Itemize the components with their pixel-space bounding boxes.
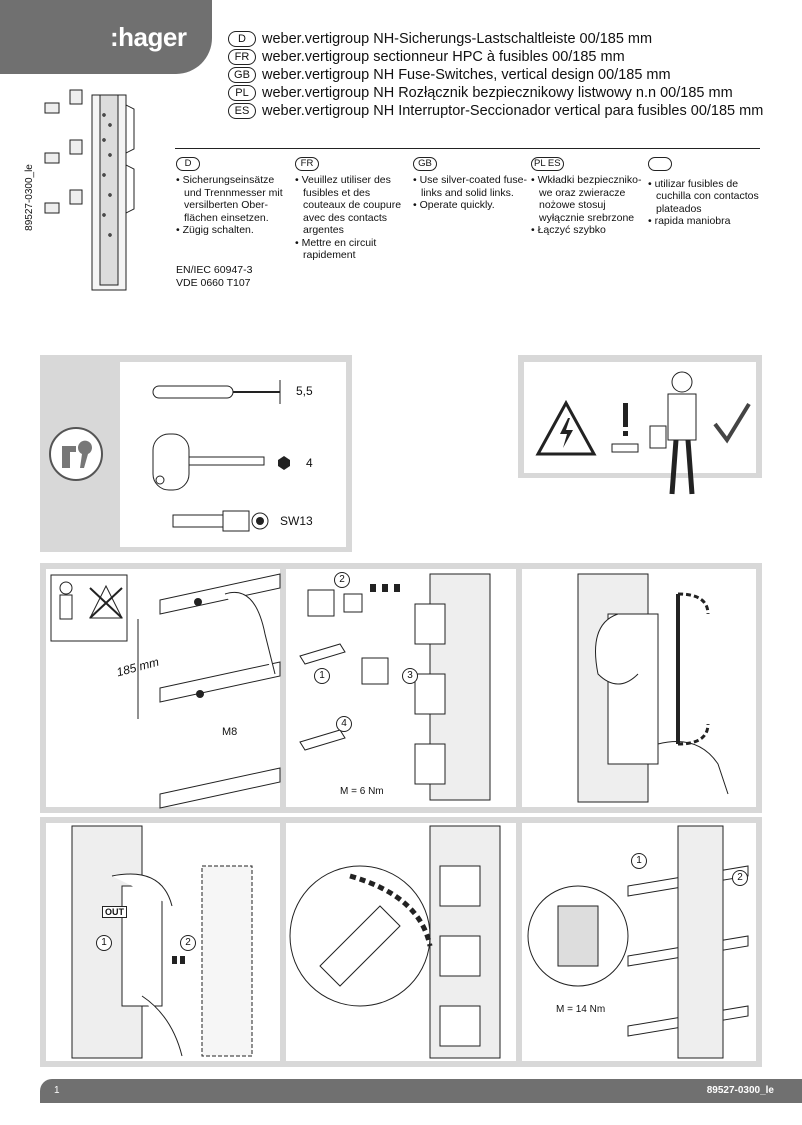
note-item: utilizar fusibles de cuchilla con contac…	[648, 178, 763, 216]
busbar-mounting-illustration	[137, 573, 281, 809]
lang-badge: D	[228, 31, 256, 47]
wrench-icon	[49, 427, 103, 481]
bolt-label: M8	[222, 726, 238, 738]
high-voltage-warning-icon	[535, 399, 597, 456]
brand-logo: :hager	[0, 0, 212, 74]
lang-badge: FR	[228, 49, 256, 65]
title-line: FR weber.vertigroup sectionneur HPC à fus…	[228, 48, 788, 66]
title-text: weber.vertigroup sectionneur HPC à fusib…	[262, 49, 625, 65]
torque-label: M = 14 Nm	[556, 1004, 606, 1015]
page-number: 1	[54, 1085, 60, 1096]
fuse-holder-detail-illustration	[289, 825, 501, 1059]
no-voltage-work-icon	[50, 574, 128, 642]
checkmark-icon	[713, 402, 751, 444]
step-number: 2	[732, 870, 748, 886]
standards: EN/IEC 60947-3 VDE 0660 T107	[176, 264, 252, 289]
step-number: 3	[402, 668, 418, 684]
standard-line: EN/IEC 60947-3	[176, 264, 253, 276]
note-item: Mettre en circuit rapidement	[295, 237, 410, 262]
lang-badge: PL	[228, 85, 256, 101]
side-doc-code-text: 89527-0300_le	[23, 164, 35, 231]
step-number: 2	[180, 935, 196, 951]
screwdriver-size: 5,5	[296, 384, 313, 398]
title-line: ES weber.vertigroup NH Interruptor-Seccio…	[228, 102, 788, 120]
step-number: 2	[334, 572, 350, 588]
title-text: weber.vertigroup NH-Sicherungs-Lastschal…	[262, 31, 653, 47]
socket-icon	[172, 510, 269, 532]
product-illustration	[44, 89, 135, 291]
lang-badge	[648, 157, 672, 171]
footer-bar: 1 89527-0300_le	[40, 1079, 802, 1103]
fuse-switch-assembly-illustration	[299, 573, 491, 801]
screwdriver-icon	[152, 380, 281, 404]
lang-badge: D	[176, 157, 200, 171]
brand-logo-text: :hager	[110, 22, 187, 52]
lang-badge: ES	[228, 103, 256, 119]
step-number: 1	[96, 935, 112, 951]
footer-doc-code: 89527-0300_le	[706, 1085, 774, 1096]
note-item: Wkładki bezpieczniko-we oraz zwieracze n…	[531, 174, 646, 224]
standard-line: VDE 0660 T107	[176, 276, 251, 289]
title-text: weber.vertigroup NH Interruptor-Secciona…	[262, 103, 764, 119]
note-column-es: utilizar fusibles de cuchilla con contac…	[648, 157, 763, 228]
torque-label: M = 6 Nm	[340, 786, 384, 797]
note-item: Operate quickly.	[413, 199, 528, 212]
title-line: PL weber.vertigroup NH Rozłącznik bezpiec…	[228, 84, 788, 102]
remove-fuse-switch-illustration	[71, 825, 253, 1059]
note-item: Zügig schalten.	[176, 224, 291, 237]
lang-badge: FR	[295, 157, 319, 171]
side-doc-code: 89527-0300_le	[23, 160, 40, 240]
note-item: Use silver-coated fuse-links and solid l…	[413, 174, 528, 199]
lang-badge: GB	[413, 157, 437, 171]
step-number: 4	[336, 716, 352, 732]
out-label: OUT	[102, 906, 127, 918]
socket-size: SW13	[280, 514, 313, 528]
hex-key-icon	[152, 433, 290, 491]
busbar-connection-illustration	[527, 825, 749, 1059]
note-column-de: D Sicherungseinsätze und Trennmesser mit…	[176, 157, 291, 237]
lang-badge: GB	[228, 67, 256, 83]
title-text: weber.vertigroup NH Rozłącznik bezpieczn…	[262, 85, 733, 101]
insert-fuse-switch-illustration	[577, 573, 729, 803]
step-number: 1	[314, 668, 330, 684]
title-line: GB weber.vertigroup NH Fuse-Switches, ver…	[228, 66, 788, 84]
note-column-pl: PL ES Wkładki bezpieczniko-we oraz zwier…	[531, 157, 646, 237]
note-column-gb: GB Use silver-coated fuse-links and soli…	[413, 157, 528, 212]
electrician-figure-icon	[649, 371, 697, 495]
title-text: weber.vertigroup NH Fuse-Switches, verti…	[262, 67, 671, 83]
note-item: Sicherungseinsätze und Trennmesser mit v…	[176, 174, 291, 224]
note-column-fr: FR Veuillez utiliser des fusibles et des…	[295, 157, 410, 262]
exclamation-hand-icon	[611, 403, 639, 453]
step-number: 1	[631, 853, 647, 869]
divider	[175, 148, 760, 149]
hex-key-size: 4	[306, 456, 313, 470]
note-item: Łączyć szybko	[531, 224, 646, 237]
lang-badge: PL ES	[531, 157, 564, 171]
note-item: rapida maniobra	[648, 215, 763, 228]
note-item: Veuillez utiliser des fusibles et des co…	[295, 174, 410, 237]
